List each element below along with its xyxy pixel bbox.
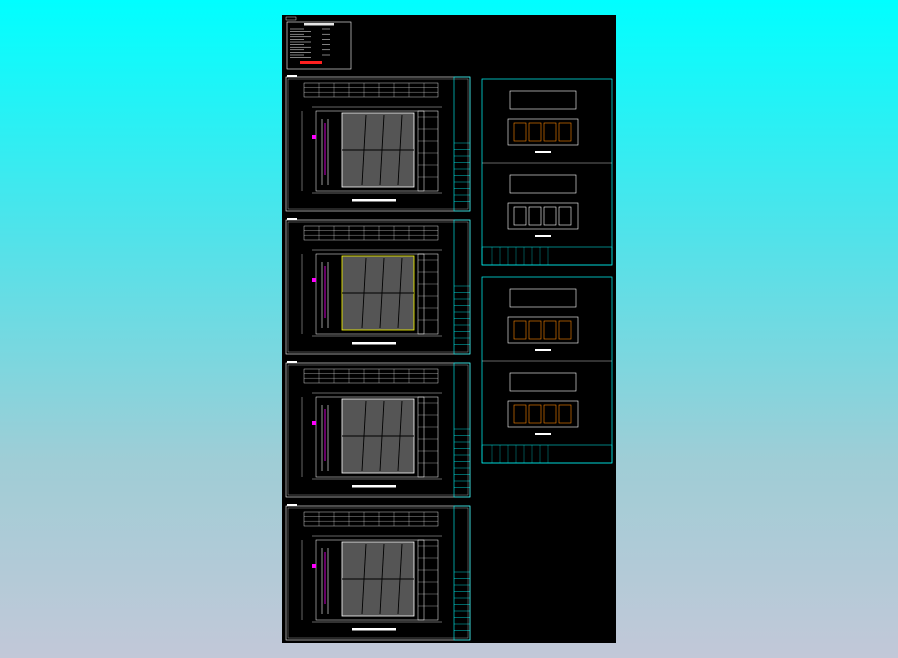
drawing-svg (285, 16, 613, 641)
red-note-highlight (300, 61, 322, 64)
room-outline (315, 396, 425, 478)
panel-bay (543, 206, 557, 226)
panel-bay (558, 206, 572, 226)
panel-bay (558, 320, 572, 340)
panel-bay (513, 206, 527, 226)
sheet-frame (481, 276, 613, 464)
room-outline (315, 539, 425, 621)
room-outline (315, 253, 425, 335)
view-caption (535, 433, 551, 435)
plan-sheet[interactable] (285, 504, 471, 641)
title-block (481, 444, 613, 464)
note-lines (290, 28, 330, 58)
elevation-sheet[interactable] (481, 78, 613, 266)
side-room (417, 396, 439, 478)
panel-bay (513, 122, 527, 142)
side-room (417, 253, 439, 335)
view-caption (535, 235, 551, 237)
sheet-tag (287, 218, 297, 220)
panel-bay (528, 404, 542, 424)
caption-bar (352, 342, 396, 345)
view-caption (535, 349, 551, 351)
sheet-inner-frame (287, 507, 469, 639)
title-strip (453, 76, 471, 212)
panel-bay (528, 122, 542, 142)
sheet-tag (287, 361, 297, 363)
room-outline (315, 110, 425, 192)
view-caption (535, 151, 551, 153)
plan-sheet[interactable] (285, 361, 471, 498)
magenta-tag (312, 564, 316, 568)
sheet-tag (287, 504, 297, 506)
elevation-view (509, 90, 577, 110)
magenta-tag (312, 278, 316, 282)
panel-bay (543, 404, 557, 424)
section-view (507, 316, 579, 344)
title-block (481, 246, 613, 266)
plan-sheet[interactable] (285, 218, 471, 355)
magenta-tag (312, 421, 316, 425)
sheet-inner-frame (287, 78, 469, 210)
panel-bay (543, 122, 557, 142)
magenta-tag (312, 135, 316, 139)
schedule-table (303, 82, 439, 98)
sheet-inner-frame (287, 221, 469, 353)
side-room (417, 110, 439, 192)
caption-bar (352, 628, 396, 631)
panel-bay (513, 320, 527, 340)
title-strip (453, 219, 471, 355)
title-strip (453, 362, 471, 498)
plan-sheets (285, 75, 471, 641)
schedule-table (303, 368, 439, 384)
panel-bay (558, 122, 572, 142)
elevation-view (509, 174, 577, 194)
schedule-table (303, 225, 439, 241)
plan-sheet[interactable] (285, 75, 471, 212)
schedule-table (303, 511, 439, 527)
section-view (507, 202, 579, 230)
section-view (507, 400, 579, 428)
panel-bay (543, 320, 557, 340)
elevation-sheets (481, 78, 613, 464)
panel-bay (513, 404, 527, 424)
elevation-view (509, 372, 577, 392)
section-view (507, 118, 579, 146)
panel-bay (558, 404, 572, 424)
side-room (417, 539, 439, 621)
elevation-view (509, 288, 577, 308)
notes-panel[interactable] (285, 16, 352, 70)
cad-drawing-canvas[interactable] (282, 15, 616, 643)
sheet-tag (287, 75, 297, 77)
caption-bar (352, 485, 396, 488)
caption-bar (352, 199, 396, 202)
sheet-inner-frame (287, 364, 469, 496)
elevation-sheet[interactable] (481, 276, 613, 464)
title-strip (453, 505, 471, 641)
panel-bay (528, 320, 542, 340)
panel-bay (528, 206, 542, 226)
sheet-frame (481, 78, 613, 266)
